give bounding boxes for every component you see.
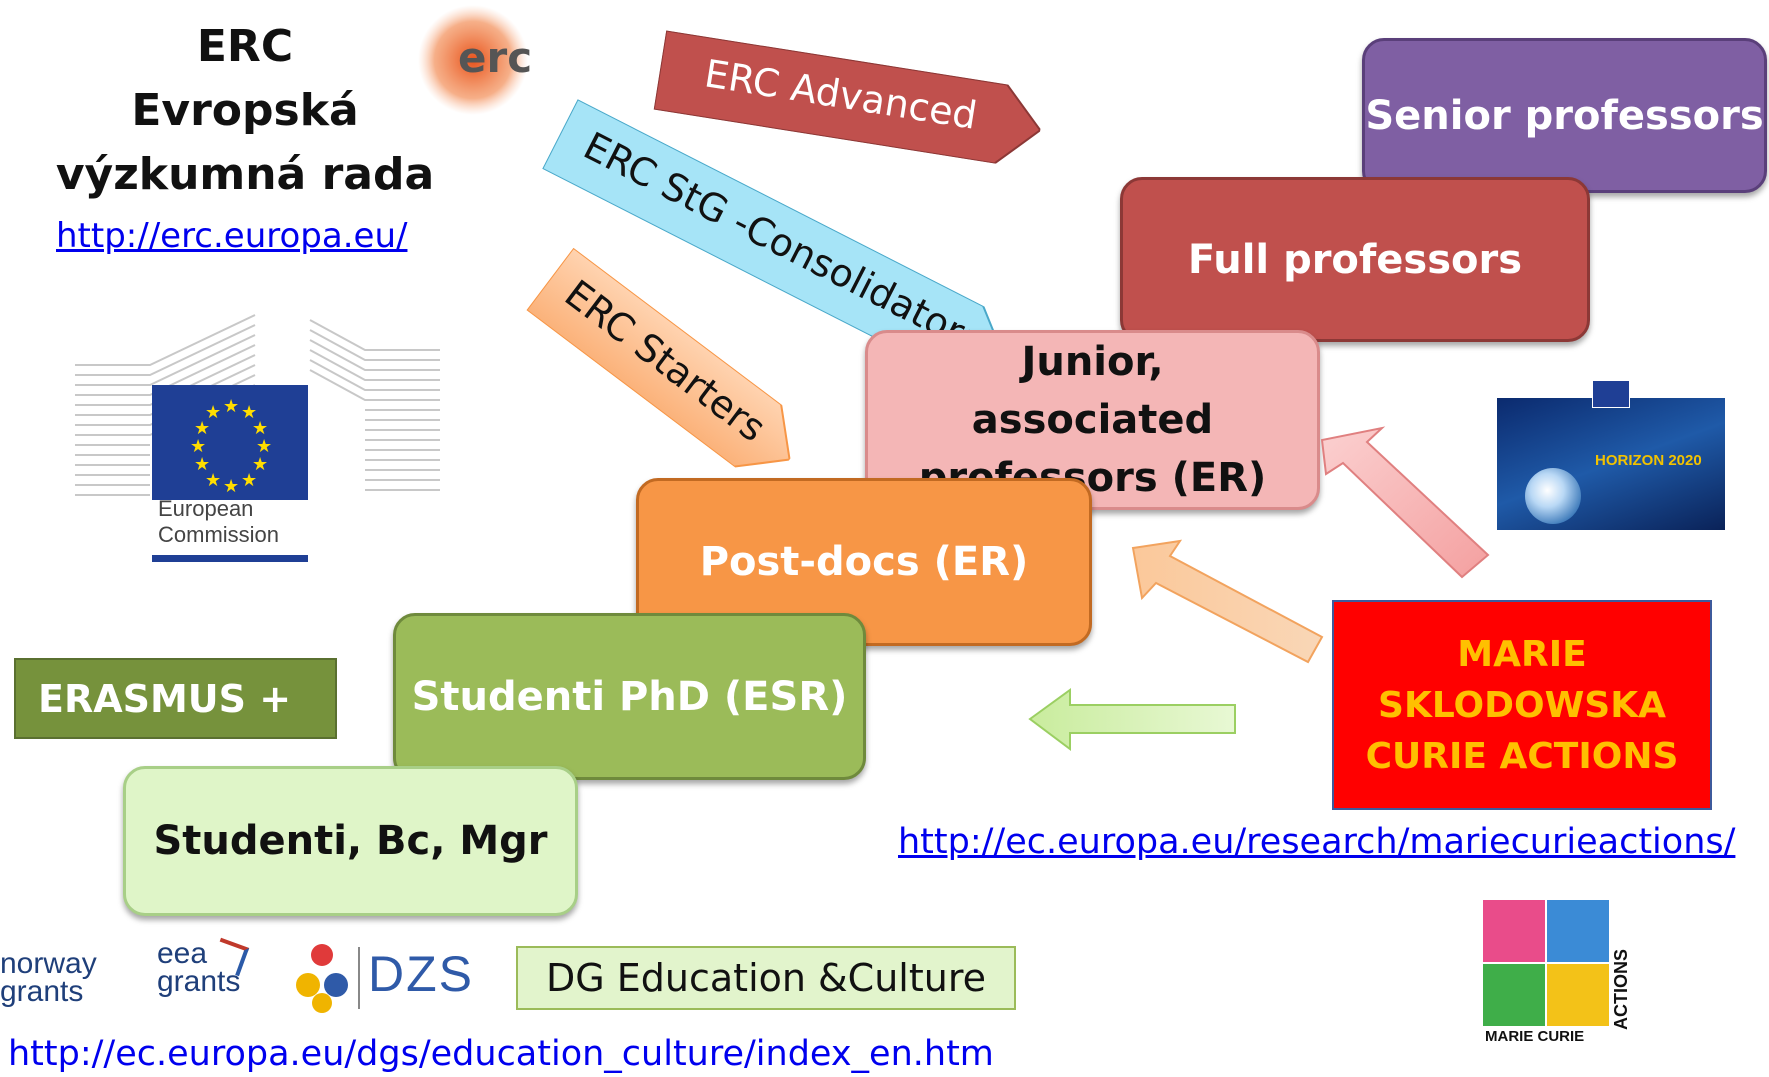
svg-text:★: ★ <box>241 402 257 423</box>
dzs-figure-icon <box>296 944 348 1013</box>
msca-line1: MARIE <box>1457 633 1587 675</box>
erc-logo: erc <box>418 5 533 120</box>
ec-logo-line2: Commission <box>158 522 280 547</box>
eea-grants-logo: eea grants <box>157 937 257 1020</box>
erc-starters-arrow: ERC Starters <box>526 247 814 491</box>
horizon-2020-image: HORIZON 2020 <box>1497 380 1725 530</box>
full-professors-box: Full professors <box>1120 177 1590 342</box>
norway-grants-line2: grants <box>0 975 84 1008</box>
mc-tile-yellow <box>1547 964 1609 1026</box>
erc-title-line1: ERC <box>196 21 294 72</box>
ec-logo-line1: European <box>158 496 254 521</box>
mc-tile-pink <box>1483 900 1545 962</box>
erc-title-block: ERC Evropská výzkumná rada <box>40 15 450 207</box>
european-commission-logo: ★★★ ★★★ ★★★ ★★★ European Commission <box>75 310 445 570</box>
eu-stars-icon: ★★★ ★★★ ★★★ ★★★ <box>190 396 272 497</box>
dg-url-link[interactable]: http://ec.europa.eu/dgs/education_cultur… <box>8 1034 994 1074</box>
svg-text:★: ★ <box>223 476 239 497</box>
students-label: Studenti, Bc, Mgr <box>153 818 548 864</box>
eu-flag <box>152 385 308 500</box>
msca-box: MARIE SKLODOWSKA CURIE ACTIONS <box>1332 600 1712 810</box>
mc-tile-blue <box>1547 900 1609 962</box>
dg-education-culture-label: DG Education &Culture <box>545 956 986 1000</box>
phd-students-label: Studenti PhD (ESR) <box>411 673 848 720</box>
svg-text:★: ★ <box>256 436 272 457</box>
svg-text:★: ★ <box>205 402 221 423</box>
norway-grants-line1: norway <box>0 947 97 980</box>
ec-building-lines: ★★★ ★★★ ★★★ ★★★ <box>75 314 440 562</box>
svg-text:★: ★ <box>194 418 210 439</box>
horizon-label: HORIZON 2020 <box>1595 452 1702 469</box>
mc-logo-bottom-text: MARIE CURIE <box>1485 1028 1585 1045</box>
dzs-divider <box>358 947 360 1009</box>
erc-title-line2: Evropská <box>131 85 359 136</box>
mc-logo-vertical-text: ACTIONS <box>1611 949 1631 1030</box>
erasmus-label: ERASMUS + <box>38 676 292 721</box>
eea-grants-line1: eea <box>157 937 208 970</box>
dzs-label: DZS <box>368 946 474 1002</box>
erc-starters-arrow-shape <box>526 247 791 468</box>
msca-line3: CURIE ACTIONS <box>1365 735 1679 777</box>
svg-text:★: ★ <box>205 470 221 491</box>
svg-text:★: ★ <box>252 454 268 475</box>
msca-line2: SKLODOWSKA <box>1378 684 1666 726</box>
postdocs-box: Post-docs (ER) <box>636 478 1092 646</box>
erc-logo-dots <box>418 5 528 115</box>
msca-url-link[interactable]: http://ec.europa.eu/research/mariecuriea… <box>898 822 1736 862</box>
erc-advanced-arrow-shape <box>653 30 1042 165</box>
erc-url-link[interactable]: http://erc.europa.eu/ <box>56 216 408 256</box>
erasmus-box: ERASMUS + <box>14 658 337 739</box>
postdocs-label: Post-docs (ER) <box>699 539 1029 585</box>
mc-tile-green <box>1483 964 1545 1026</box>
senior-professors-box: Senior professors <box>1362 38 1767 193</box>
norway-grants-logo: norway grants <box>0 947 140 1020</box>
svg-text:★: ★ <box>194 454 210 475</box>
horizon-eu-flag-icon <box>1592 380 1630 408</box>
horizon-globe-icon <box>1525 468 1581 524</box>
students-box: Studenti, Bc, Mgr <box>123 766 578 916</box>
svg-text:★: ★ <box>252 418 268 439</box>
dzs-logo: DZS <box>290 943 480 1015</box>
msca-to-postdocs-arrow <box>1131 539 1324 664</box>
erc-starters-label: ERC Starters <box>556 271 774 451</box>
erc-title-line3: výzkumná rada <box>55 149 435 200</box>
senior-professors-label: Senior professors <box>1365 92 1764 139</box>
marie-curie-actions-logo: ACTIONS MARIE CURIE <box>1483 900 1636 1048</box>
dg-education-culture-box: DG Education &Culture <box>516 946 1016 1010</box>
svg-text:★: ★ <box>241 470 257 491</box>
erc-logo-text: erc <box>458 33 533 82</box>
msca-to-phd-arrow <box>1028 688 1236 751</box>
svg-text:★: ★ <box>223 396 239 417</box>
full-professors-label: Full professors <box>1187 236 1523 283</box>
erc-advanced-arrow: ERC Advanced <box>653 30 1047 169</box>
svg-text:★: ★ <box>190 436 206 457</box>
phd-students-box: Studenti PhD (ESR) <box>393 613 866 780</box>
msca-to-junior-arrow <box>1320 426 1490 579</box>
eea-grants-line2: grants <box>157 965 241 998</box>
